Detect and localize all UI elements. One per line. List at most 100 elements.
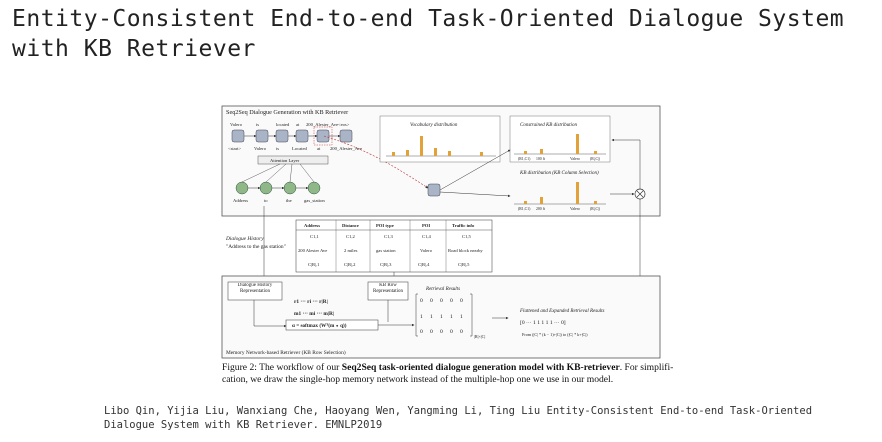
slide-title: Entity-Consistent End-to-end Task-Orient… xyxy=(12,4,872,64)
kb-col-tick: Valero xyxy=(570,207,580,211)
workflow-figure: Seq2Seq Dialogue Generation with KB Retr… xyxy=(220,100,666,362)
caption-bold: Seq2Seq task-oriented dialogue generatio… xyxy=(341,362,620,373)
kb-col-bar xyxy=(576,182,579,204)
kb-cell: C|R|,1 xyxy=(308,262,320,268)
decoder-output-word: located xyxy=(276,122,290,127)
encoder-cell xyxy=(259,181,273,195)
kb-table: Address Distance POI type POI Traffic in… xyxy=(295,219,493,273)
kb-tick: (R1,C1) xyxy=(518,157,531,162)
highlight-box xyxy=(313,126,333,146)
vocab-dist-label: Vocabulary distribution xyxy=(410,123,458,128)
decoder-cell xyxy=(316,129,330,143)
kb-cell: C|R|,5 xyxy=(458,262,470,268)
kb-cell: C1,4 xyxy=(422,234,432,240)
matrix-cell: 0 xyxy=(450,329,453,335)
encoder-word: the xyxy=(286,198,292,203)
kb-cell: C1,5 xyxy=(462,234,472,240)
gate-cell xyxy=(427,183,441,197)
decoder-input-word: is xyxy=(276,146,279,151)
decoder-cell xyxy=(295,129,309,143)
matrix-cell: 0 xyxy=(460,329,463,335)
kb-bar xyxy=(576,134,579,154)
decoder-output-word: is xyxy=(256,122,259,127)
kb-cell: C|R|,2 xyxy=(344,262,356,268)
matrix-cell: 1 xyxy=(460,314,463,320)
matrix-cell: 0 xyxy=(430,298,433,304)
encoder-word: to xyxy=(264,198,268,203)
column-sel-label: KB distribution (KB Column Selection) xyxy=(519,171,599,176)
kb-cell: C1,3 xyxy=(384,234,394,240)
encoder-cell xyxy=(307,181,321,195)
kb-tick: Valero xyxy=(570,157,580,161)
vocab-bar xyxy=(392,152,395,156)
retriever-panel-title: Memory Network-based Retriever (KB Row S… xyxy=(226,349,346,356)
citation-line-1: Libo Qin, Yijia Liu, Wanxiang Che, Haoya… xyxy=(104,405,813,417)
flattened-label: Flattened and Expanded Retrieval Results xyxy=(519,309,604,314)
flattened-vector: [0 ··· 1 1 1 1 1 ··· 0] xyxy=(520,320,566,326)
kb-cell: C|R|,4 xyxy=(418,262,430,268)
kb-cell: Road block nearby xyxy=(448,248,483,253)
decoder-input-word: 200_Alester_Ave xyxy=(330,146,362,151)
slide-title-line-1: Entity-Consistent End-to-end Task-Orient… xyxy=(12,6,845,32)
attention-layer xyxy=(257,155,329,165)
matrix-cell: 0 xyxy=(440,298,443,304)
kb-cell: 2 miles xyxy=(344,248,358,253)
decoder-input-word: at xyxy=(317,146,321,151)
column-sel-chart: KB distribution (KB Column Selection) (R… xyxy=(514,171,606,212)
kb-cell: C1,2 xyxy=(346,234,356,240)
matrix-cell: 0 xyxy=(420,298,423,304)
matrix-cell: 1 xyxy=(430,314,433,320)
matrix-cell: 1 xyxy=(440,314,443,320)
caption-tail: . For simplifi- cation, we draw the sing… xyxy=(222,362,674,385)
matrix-cell: 0 xyxy=(430,329,433,335)
kb-bar xyxy=(540,149,543,154)
matrix-cell: 0 xyxy=(450,298,453,304)
decoder-output-word: at xyxy=(296,122,300,127)
kb-col-tick: (R1,C1) xyxy=(518,207,531,212)
decoder-cells xyxy=(231,126,353,146)
constrained-kb-label: Constrained KB distribution xyxy=(520,123,577,128)
attention-layer-label: Attention Layer xyxy=(270,158,300,163)
encoder-cell xyxy=(283,181,297,195)
retriever-panel xyxy=(221,275,661,359)
matrix-cell: 1 xyxy=(420,314,423,320)
seq2seq-panel-title: Seq2Seq Dialogue Generation with KB Retr… xyxy=(226,109,348,116)
kb-tick: (R|,C|) xyxy=(590,157,601,162)
citation-line-2: Dialogue System with KB Retriever. EMNLP… xyxy=(104,419,383,431)
kb-col-tick: (R|,C|) xyxy=(590,207,601,212)
kb-tick: 100 ft xyxy=(536,157,546,161)
vocab-bar xyxy=(480,152,483,156)
kb-header: Distance xyxy=(342,223,359,228)
figure-caption: Figure 2: The workflow of our Seq2Seq ta… xyxy=(222,362,674,386)
decoder-output-word: <eos> xyxy=(338,122,350,127)
vocab-bar xyxy=(406,150,409,156)
caption-lead: Figure 2: The workflow of our xyxy=(222,362,342,373)
kb-cell: 200 Alester Ave xyxy=(298,248,327,253)
constrained-kb-chart: Constrained KB distribution (R1,C1) 100 … xyxy=(509,115,611,163)
kb-bar xyxy=(524,151,527,154)
kb-header: POI xyxy=(422,223,430,228)
kb-cell: Valero xyxy=(420,248,433,253)
dialogue-history-quote: "Address to the gas station" xyxy=(226,244,286,250)
vocab-bar xyxy=(434,148,437,156)
r-sequence: r1 ··· ri ··· r|R| xyxy=(294,299,328,305)
vocab-bar xyxy=(448,151,451,156)
kb-header: Address xyxy=(304,223,320,228)
kb-cell: C|R|,3 xyxy=(380,262,392,268)
slide-title-line-2: with KB Retriever xyxy=(12,36,256,62)
vocab-dist-chart: Vocabulary distribution xyxy=(379,115,501,163)
kb-header: POI type xyxy=(376,223,394,228)
decoder-cell xyxy=(255,129,269,143)
vocab-bar xyxy=(420,136,423,156)
softmax-formula: α = softmax (Wᵀ(m ∘ q)) xyxy=(292,322,347,329)
matrix-cell: 0 xyxy=(420,329,423,335)
dialogue-history-rep-label: Dialogue History Representation xyxy=(237,283,273,294)
encoder-word: Address xyxy=(233,198,248,203)
decoder-output-word: Valero xyxy=(230,122,243,127)
matrix-cell: 1 xyxy=(450,314,453,320)
kb-cell: gas station xyxy=(376,248,396,253)
matrix-dims: |R|×|C| xyxy=(474,334,485,339)
dialogue-history-rep-box xyxy=(227,281,283,301)
retrieval-results-label: Retrieval Results xyxy=(425,287,460,292)
decoder-input-word: Valero xyxy=(254,146,267,151)
